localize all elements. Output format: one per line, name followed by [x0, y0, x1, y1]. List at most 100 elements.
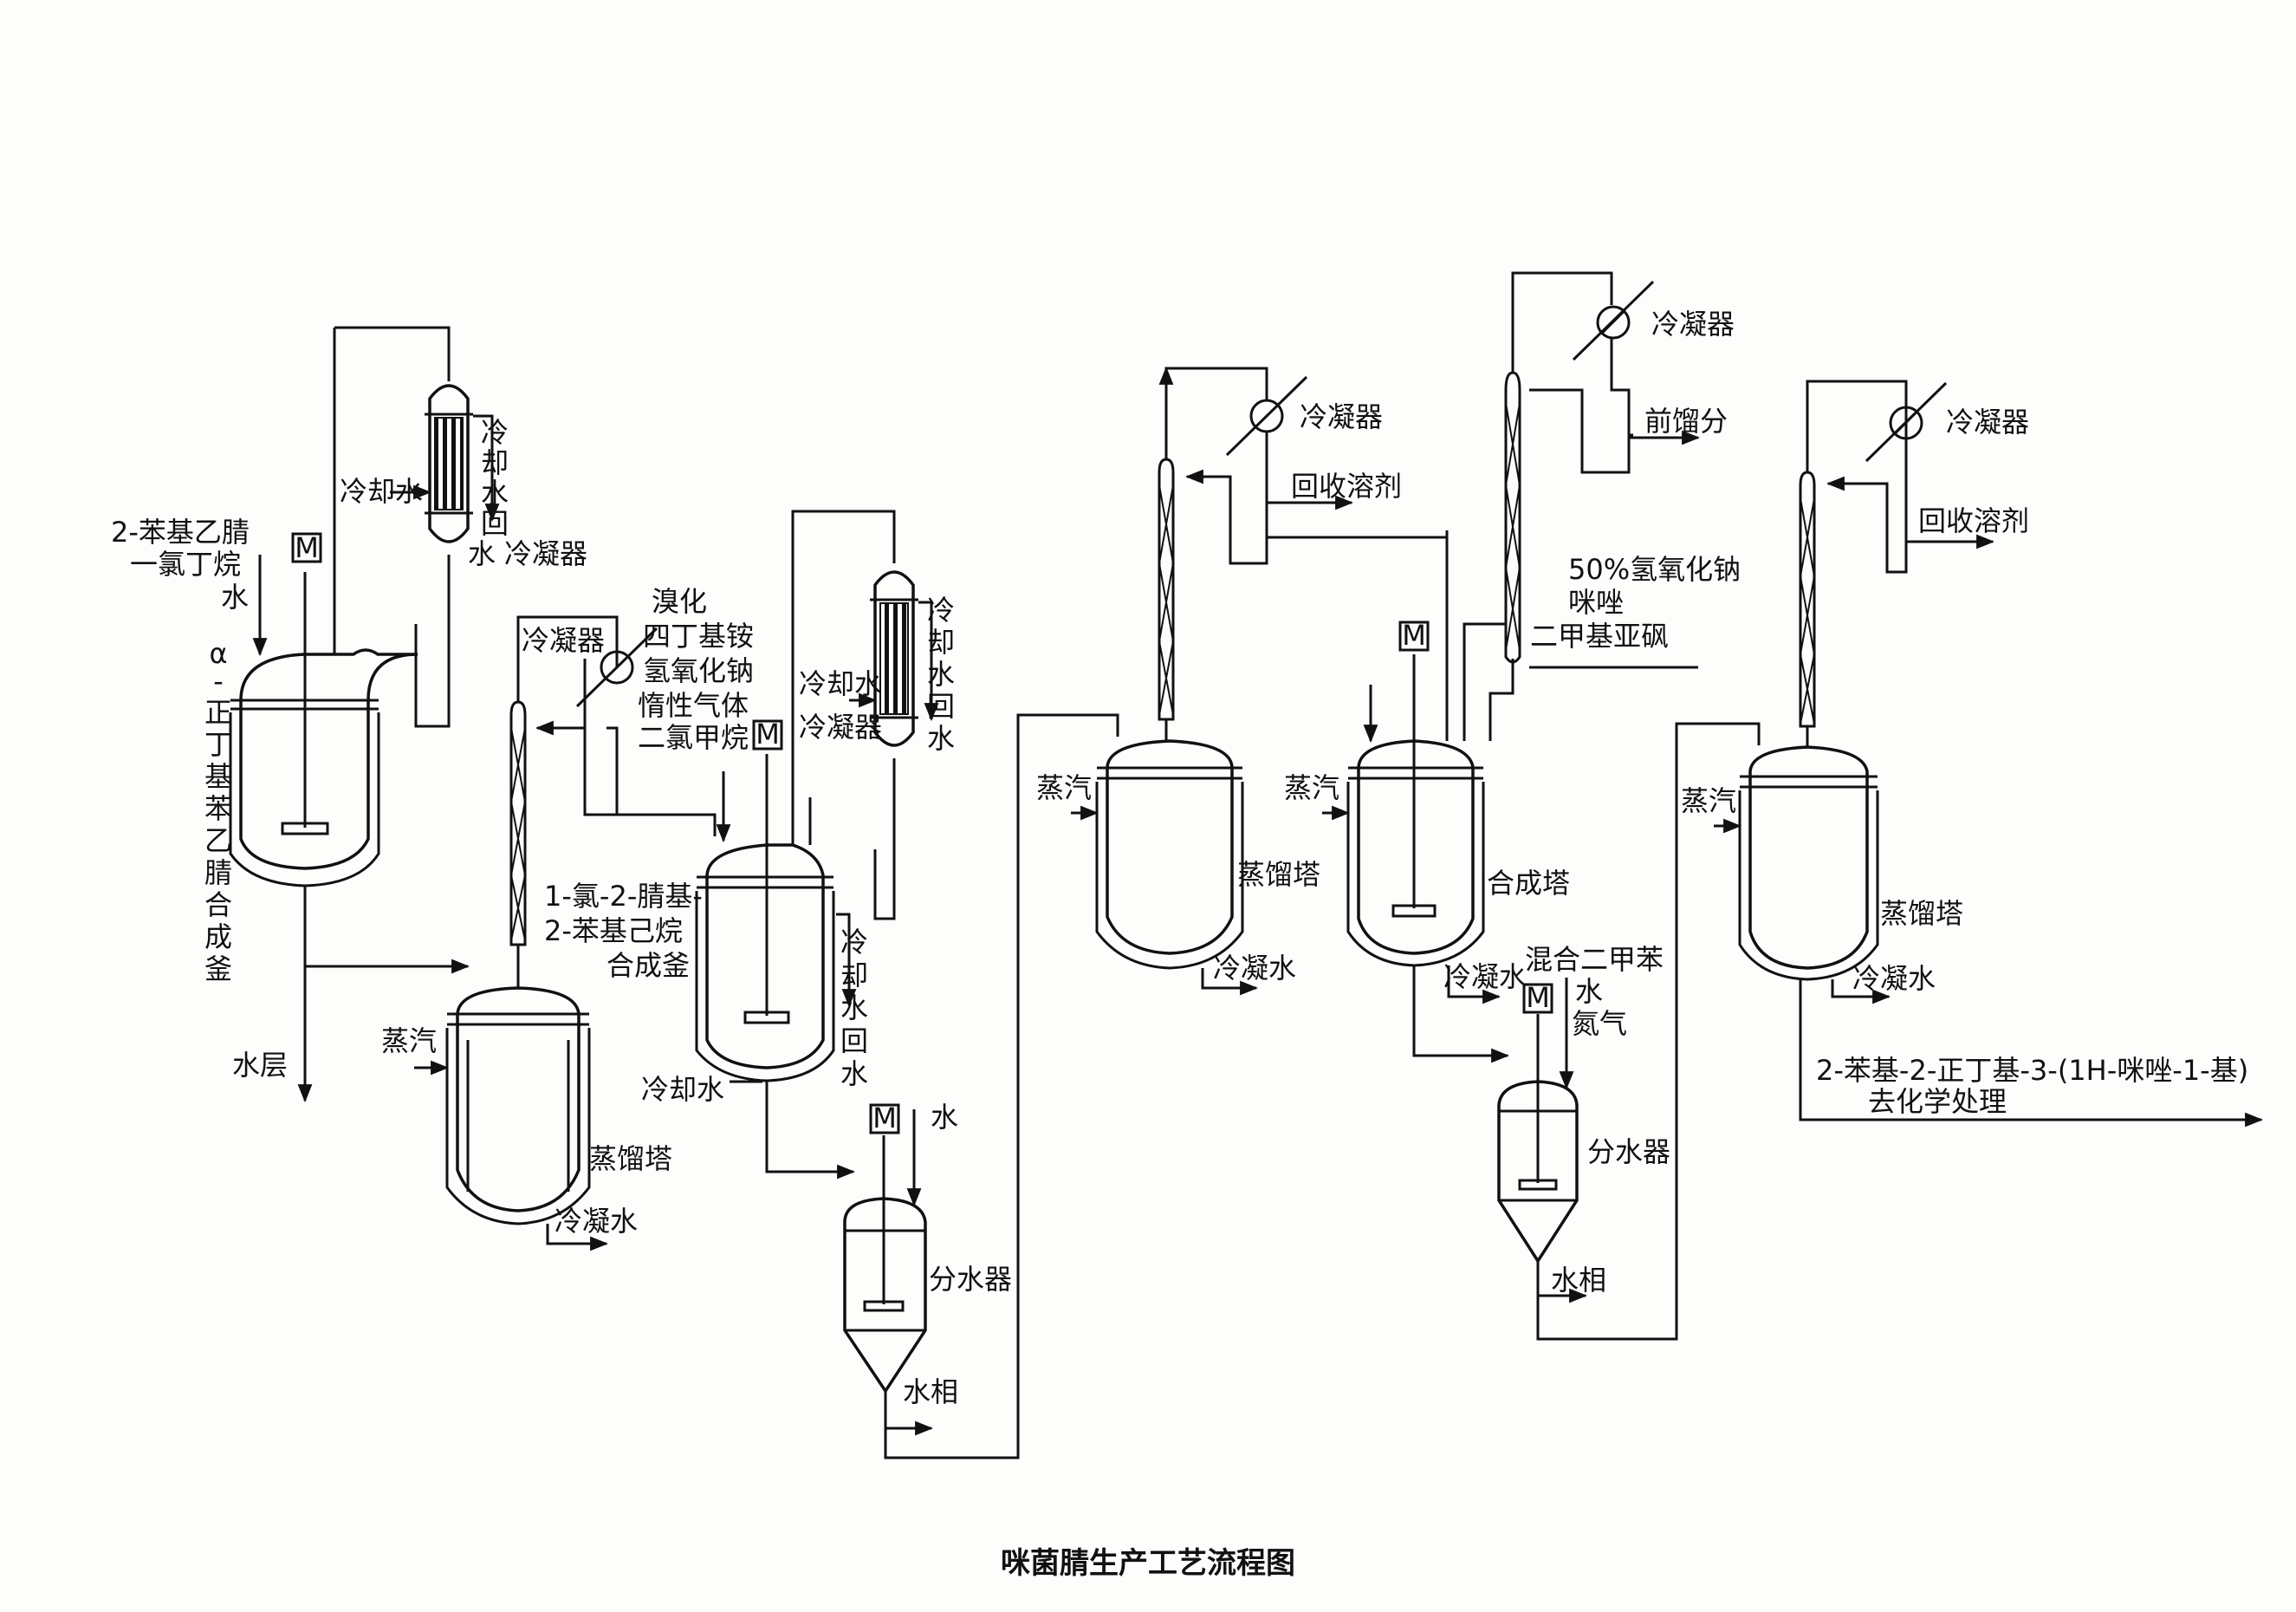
figure-caption: 咪菌腈生产工艺流程图	[1001, 1546, 1295, 1581]
separator-1: M	[843, 1102, 927, 1394]
svg-text:水: 水	[840, 1057, 868, 1090]
synthesis-condenser-label: 冷凝器	[1651, 308, 1735, 341]
synthesis-impeller	[1391, 904, 1437, 918]
svg-text:合: 合	[204, 888, 232, 921]
synthesis-steam-label: 蒸汽	[1284, 771, 1339, 804]
reactor-2-name-line2: 2-苯基己烷	[544, 914, 683, 947]
separator-1-aqueous-label: 水相	[903, 1375, 958, 1408]
column-1-condensate-out	[546, 1224, 609, 1251]
column-2-steam-label: 蒸汽	[1036, 771, 1092, 804]
motor-label: M	[295, 531, 319, 564]
feed-bromide: 溴化	[652, 585, 707, 618]
column-2-condenser-label: 冷凝器	[1300, 400, 1383, 433]
reactor-2-body	[705, 843, 825, 1069]
separator-2-impeller	[1518, 1179, 1558, 1191]
motor-label: M	[1402, 619, 1426, 652]
motor-icon	[752, 719, 783, 751]
hx2-condenser-label: 冷凝器	[799, 711, 882, 744]
hx2-return-label: 冷 却 水 回 水	[927, 594, 955, 755]
motor-label: M	[872, 1102, 897, 1134]
heat-exchanger-2	[870, 570, 918, 747]
column-3-condenser-label: 冷凝器	[1946, 406, 2029, 439]
svg-text:却: 却	[840, 959, 868, 991]
condenser-2-icon	[1225, 375, 1308, 457]
hx1-return-label: 冷 却 水 回 水	[468, 416, 509, 570]
column-3-reflux	[1826, 438, 1908, 574]
hx1-cooling-in-label: 冷却水	[340, 475, 423, 508]
distillation-column-1	[445, 700, 591, 1225]
column-3-condensate-label: 冷凝水	[1852, 962, 1936, 995]
reactor-2-impeller	[743, 1011, 790, 1024]
fore-fraction-label: 前馏分	[1644, 405, 1728, 438]
feed-dichloromethane: 二氯甲烷	[638, 721, 749, 754]
hx1-condenser-label: 冷凝器	[504, 537, 587, 570]
water-layer-label: 水层	[232, 1049, 288, 1082]
vapour-to-hx1	[334, 326, 451, 381]
separator-2-name: 分水器	[1587, 1135, 1670, 1168]
reactor-1-impeller	[281, 822, 329, 835]
column-1-name: 蒸馏塔	[589, 1142, 672, 1175]
feed-nitrogen: 氮气	[1572, 1007, 1627, 1040]
column-3-solvent-label: 回收溶剂	[1918, 504, 2029, 537]
distillation-column-3	[1738, 471, 1879, 981]
column-1-condensate-label: 冷凝水	[555, 1205, 638, 1238]
svg-text:α: α	[209, 637, 227, 670]
feed-mixed-xylene: 混合二甲苯	[1525, 943, 1664, 976]
hx2-cooling-water-return	[918, 601, 939, 722]
column-3-condensate-out	[1831, 979, 1891, 1004]
feed-inert-gas: 惰性气体	[638, 689, 749, 722]
column-3-still	[1748, 745, 1869, 970]
distillation-column-2	[1095, 458, 1244, 970]
motor-icon	[291, 532, 322, 563]
column-2-condensate-out	[1201, 968, 1259, 996]
svg-text:丁: 丁	[204, 728, 232, 761]
synthesis-tower-column	[1504, 371, 1521, 664]
svg-text:水: 水	[927, 722, 955, 755]
hx1-cooling-water-return	[473, 414, 500, 523]
svg-text:水: 水	[481, 477, 509, 510]
feed-sodium-hydroxide-50: 50%氢氧化钠	[1568, 553, 1741, 586]
reactor-1: M	[229, 531, 418, 887]
synthesis-condensate-label: 冷凝水	[1443, 960, 1527, 993]
column-3-jacket	[1738, 790, 1879, 981]
svg-text:冷: 冷	[840, 926, 868, 959]
motor-icon	[869, 1103, 900, 1134]
hx2-cooling-in-label: 冷却水	[799, 667, 882, 700]
feed-imidazole: 咪唑	[1568, 586, 1624, 619]
synthesis-tower-body	[1357, 739, 1475, 955]
column-1-steam-label: 蒸汽	[381, 1024, 437, 1057]
condenser-3-icon	[1572, 280, 1655, 361]
feed-water-2: 水	[1575, 975, 1603, 1008]
motor-label: M	[756, 718, 780, 751]
separator-1-name: 分水器	[929, 1263, 1012, 1296]
reactor-2-jacket-return	[836, 913, 857, 1008]
motor-icon	[1398, 621, 1430, 652]
column-2-name: 蒸馏塔	[1237, 858, 1320, 891]
column-2-packing	[1158, 458, 1175, 721]
column-3-packing-hatch	[1800, 497, 1815, 725]
synthesis-overhead	[1511, 271, 1613, 373]
column-2-reflux	[1184, 432, 1268, 565]
svg-text:苯: 苯	[204, 792, 232, 825]
column-2-packing-hatch	[1158, 484, 1174, 716]
svg-text:回: 回	[481, 507, 509, 540]
column-1-packing-hatch	[510, 727, 526, 941]
column-2-vapour-line	[1164, 367, 1268, 412]
hx1-condensate-return	[414, 555, 451, 728]
svg-text:基: 基	[204, 760, 232, 793]
feed-tetrabutylammonium: 四丁基铵	[643, 620, 754, 653]
column-2-condensate-label: 冷凝水	[1213, 952, 1296, 985]
reactor-2-to-separator-1	[765, 1081, 856, 1180]
column-3-steam-label: 蒸汽	[1681, 784, 1736, 817]
feed-dmso: 二甲基亚砜	[1530, 620, 1669, 653]
column-2-still	[1106, 739, 1234, 955]
reactor-2-cooling-in-label: 冷却水	[641, 1073, 724, 1106]
product-outlet	[1799, 979, 2264, 1128]
reactor-2-name-line1: 1-氯-2-腈基-	[544, 880, 703, 913]
feed-2-phenylacetonitrile: 2-苯基乙腈	[111, 516, 250, 549]
synthesis-to-separator-2	[1412, 965, 1510, 1063]
svg-text:-: -	[213, 665, 224, 698]
separator-1-impeller	[863, 1300, 905, 1312]
motor-icon	[1522, 983, 1553, 1014]
